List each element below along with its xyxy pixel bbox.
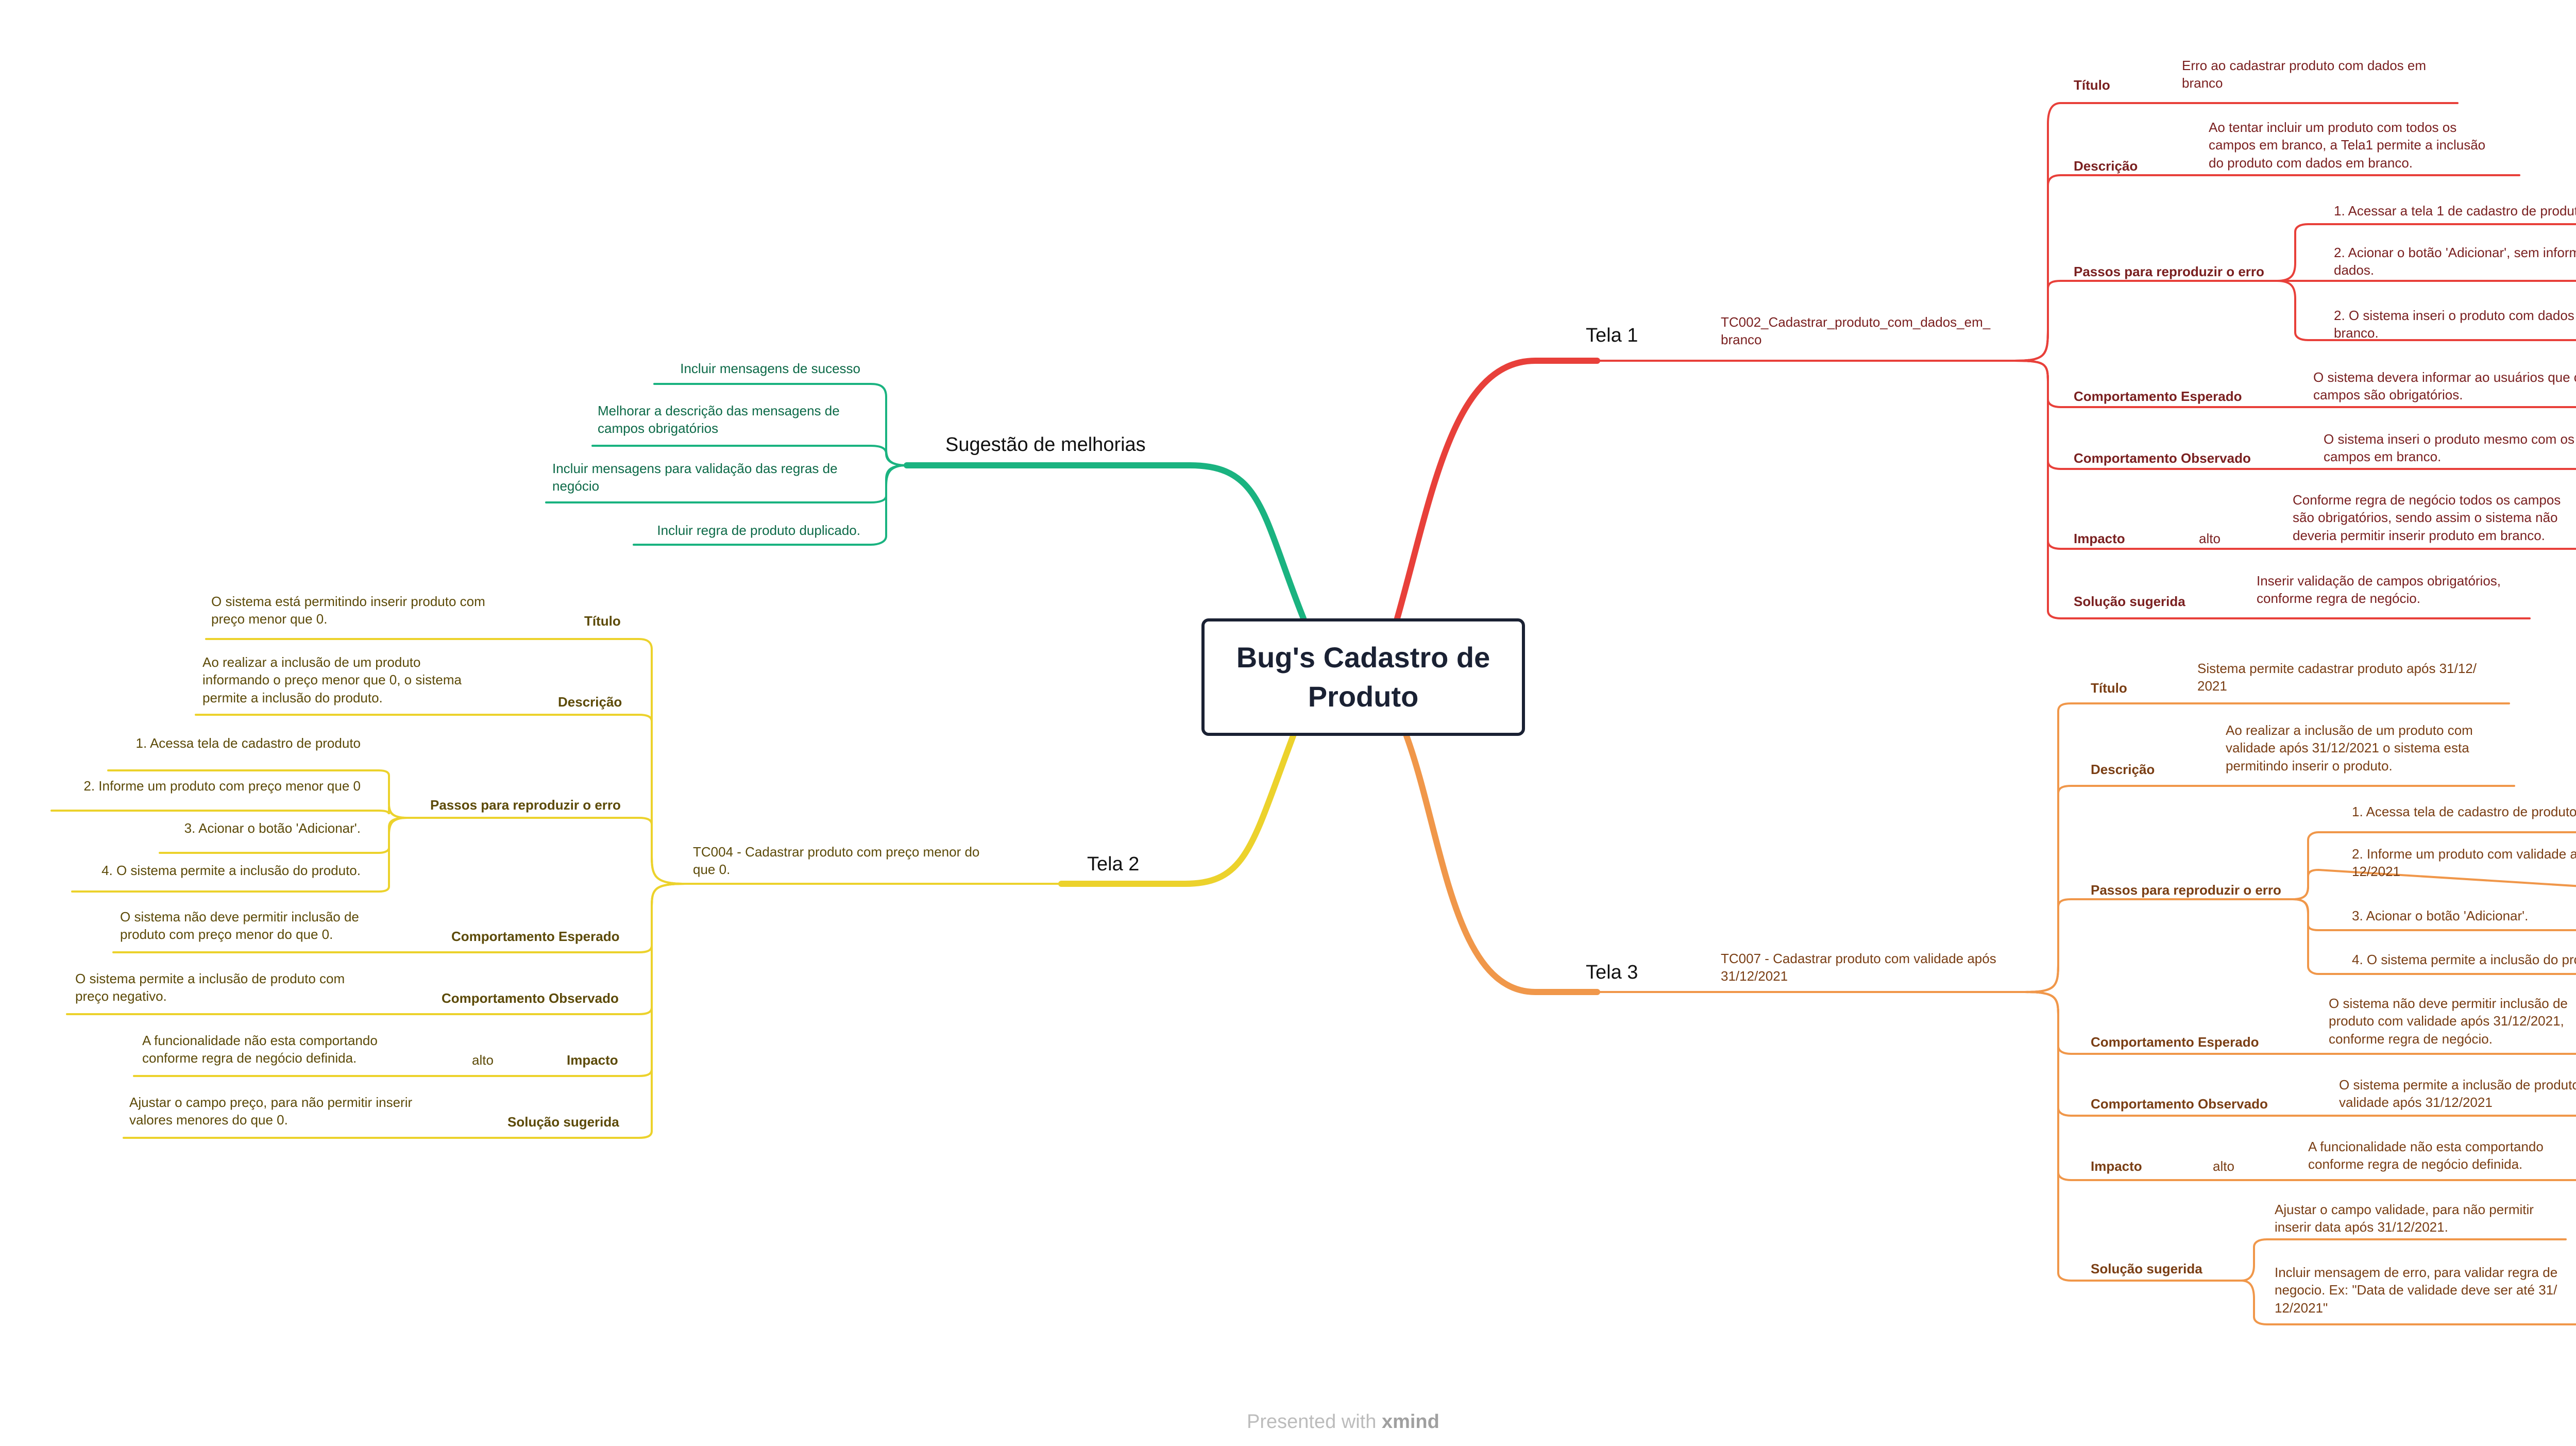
tela2-passo-4[interactable]: 4. O sistema permite a inclusão do produ… (101, 863, 361, 878)
tela1-observado-label[interactable]: Comportamento Observado (2074, 450, 2251, 466)
tela1-impacto-nivel[interactable]: alto (2199, 531, 2221, 546)
tela1-esperado-label[interactable]: Comportamento Esperado (2074, 389, 2242, 404)
tela2-passos-label[interactable]: Passos para reproduzir o erro (430, 797, 621, 813)
branch-tela1-connector (1394, 358, 1600, 621)
tela3-impacto[interactable]: A funcionalidade não esta comportando co… (2308, 1139, 2544, 1172)
tela1-descricao[interactable]: Ao tentar incluir um produto com todos o… (2209, 120, 2486, 171)
tela3-solucao-1[interactable]: Ajustar o campo validade, para não permi… (2275, 1202, 2534, 1235)
tela3-passo-2[interactable]: 2. Informe um produto com validade após … (2352, 846, 2576, 880)
tela1-impacto[interactable]: Conforme regra de negócio todos os campo… (2293, 492, 2561, 543)
tela3-passo-4[interactable]: 4. O sistema permite a inclusão do produ… (2352, 952, 2576, 967)
tela3-test-case[interactable]: TC007 - Cadastrar produto com validade a… (1721, 951, 1996, 984)
tela1-subtree-lines (1596, 102, 2576, 619)
tela3-esperado[interactable]: O sistema não deve permitir inclusão de … (2329, 996, 2568, 1047)
tela2-titulo-label[interactable]: Título (584, 613, 621, 629)
tela2-topic[interactable]: Tela 2 (1087, 853, 1140, 875)
tela3-impacto-nivel[interactable]: alto (2213, 1158, 2234, 1174)
tela3-passo-3[interactable]: 3. Acionar o botão 'Adicionar'. (2352, 908, 2529, 923)
tela1-titulo-label[interactable]: Título (2074, 77, 2110, 93)
tela2-passo-2[interactable]: 2. Informe um produto com preço menor qu… (83, 778, 361, 794)
tela2-descricao[interactable]: Ao realizar a inclusão de um produto inf… (202, 654, 462, 705)
tela1-topic[interactable]: Tela 1 (1586, 325, 1638, 346)
central-topic[interactable]: Bug's Cadastro de Produto (1201, 618, 1525, 736)
tela3-esperado-label[interactable]: Comportamento Esperado (2091, 1034, 2259, 1050)
tela1-solucao[interactable]: Inserir validação de campos obrigatórios… (2257, 573, 2501, 607)
tela2-esperado-label[interactable]: Comportamento Esperado (451, 929, 620, 944)
tela2-titulo[interactable]: O sistema está permitindo inserir produt… (211, 594, 485, 627)
tela1-passos-label[interactable]: Passos para reproduzir o erro (2074, 264, 2264, 279)
tela2-observado-label[interactable]: Comportamento Observado (442, 990, 619, 1006)
tela3-observado[interactable]: O sistema permite a inclusão de produto … (2339, 1077, 2576, 1111)
tela2-impacto-label[interactable]: Impacto (567, 1052, 618, 1068)
sugestao-item-4[interactable]: Incluir regra de produto duplicado. (657, 523, 860, 538)
tela2-descricao-label[interactable]: Descrição (558, 694, 622, 710)
tela2-test-case[interactable]: TC004 - Cadastrar produto com preço meno… (693, 844, 980, 878)
tela3-topic[interactable]: Tela 3 (1586, 962, 1638, 983)
presented-with-footer: Presented with xmind (1247, 1411, 1439, 1433)
tela3-passo-1[interactable]: 1. Acessa tela de cadastro de produto (2352, 804, 2576, 819)
branch-sugestao-connector (904, 462, 1307, 621)
tela3-impacto-label[interactable]: Impacto (2091, 1158, 2142, 1174)
tela3-passos-label[interactable]: Passos para reproduzir o erro (2091, 882, 2281, 898)
tela1-observado[interactable]: O sistema inseri o produto mesmo com os … (2324, 431, 2574, 465)
sugestao-topic[interactable]: Sugestão de melhorias (945, 434, 1146, 456)
tela1-esperado[interactable]: O sistema devera informar ao usuários qu… (2313, 369, 2576, 403)
tela3-solucao-2[interactable]: Incluir mensagem de erro, para validar r… (2275, 1265, 2558, 1316)
tela1-test-case[interactable]: TC002_Cadastrar_produto_com_dados_em_ br… (1721, 314, 1991, 348)
tela2-solucao[interactable]: Ajustar o campo preço, para não permitir… (129, 1095, 413, 1128)
branch-tela3-connector (1403, 733, 1600, 995)
tela3-solucao-label[interactable]: Solução sugerida (2091, 1261, 2202, 1276)
tela3-observado-label[interactable]: Comportamento Observado (2091, 1096, 2268, 1112)
branch-tela2-connector (1058, 733, 1296, 887)
sugestao-item-3[interactable]: Incluir mensagens para validação das reg… (552, 461, 838, 494)
tela2-subtree-lines (50, 638, 1062, 1139)
tela3-titulo-label[interactable]: Título (2091, 680, 2127, 696)
footer-text: Presented with (1247, 1411, 1377, 1433)
sugestao-item-1[interactable]: Incluir mensagens de sucesso (680, 361, 860, 376)
tela3-titulo[interactable]: Sistema permite cadastrar produto após 3… (2197, 661, 2477, 694)
tela3-subtree-lines (1596, 702, 2576, 1325)
tela2-passo-3[interactable]: 3. Acionar o botão 'Adicionar'. (184, 820, 361, 836)
tela1-impacto-label[interactable]: Impacto (2074, 531, 2125, 546)
tela1-descricao-label[interactable]: Descrição (2074, 158, 2138, 174)
tela2-impacto[interactable]: A funcionalidade não esta comportando co… (142, 1033, 378, 1066)
sugestao-subtree-lines (545, 383, 908, 546)
tela3-descricao-label[interactable]: Descrição (2091, 762, 2155, 777)
tela2-esperado[interactable]: O sistema não deve permitir inclusão de … (120, 909, 359, 943)
tela1-solucao-label[interactable]: Solução sugerida (2074, 594, 2185, 609)
tela3-descricao[interactable]: Ao realizar a inclusão de um produto com… (2226, 722, 2473, 774)
sugestao-item-2[interactable]: Melhorar a descrição das mensagens de ca… (598, 403, 840, 436)
tela1-titulo[interactable]: Erro ao cadastrar produto com dados em b… (2182, 58, 2427, 91)
tela1-passo-1[interactable]: 1. Acessar a tela 1 de cadastro de produ… (2334, 203, 2576, 218)
tela1-passo-3[interactable]: 2. O sistema inseri o produto com dados … (2334, 308, 2574, 341)
tela2-observado[interactable]: O sistema permite a inclusão de produto … (75, 971, 345, 1004)
tela2-passo-1[interactable]: 1. Acessa tela de cadastro de produto (135, 735, 361, 751)
tela2-impacto-nivel[interactable]: alto (472, 1052, 494, 1068)
tela2-solucao-label[interactable]: Solução sugerida (507, 1114, 619, 1130)
xmind-logo: xmind (1381, 1411, 1439, 1433)
tela1-passo-2[interactable]: 2. Acionar o botão 'Adicionar', sem info… (2334, 245, 2576, 278)
